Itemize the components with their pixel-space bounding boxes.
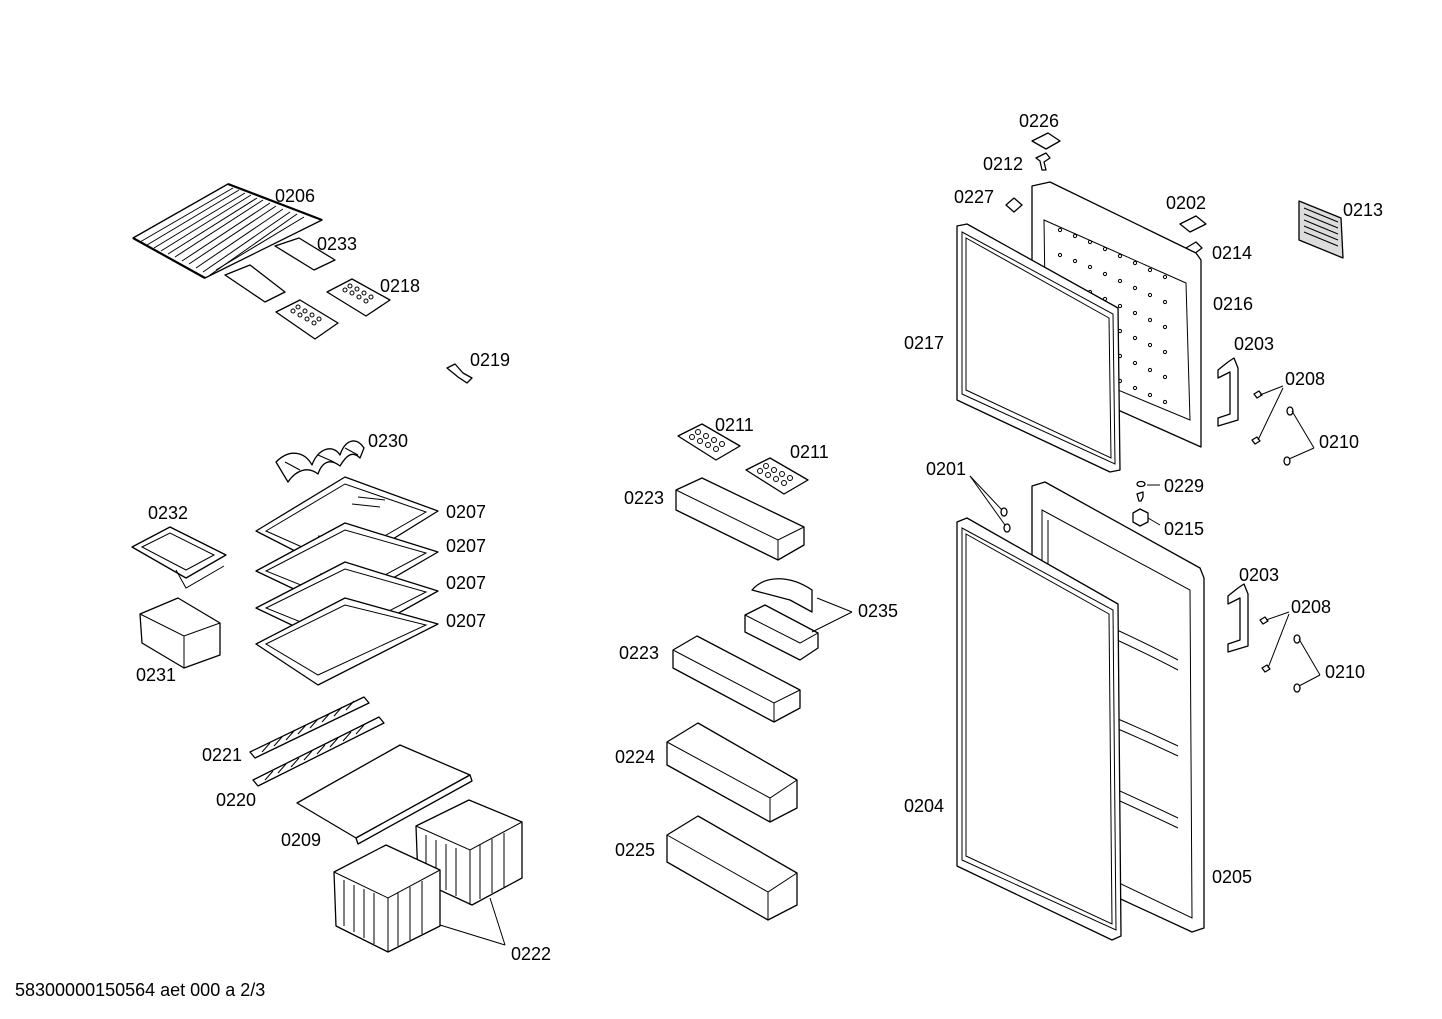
shelf-card-0233 xyxy=(224,237,336,303)
grille-0221 xyxy=(249,696,370,759)
callout-0208-1: 0208 xyxy=(1285,369,1325,389)
callout-0211-1: 0211 xyxy=(715,415,754,435)
callout-0201: 0201 xyxy=(926,459,966,479)
door-shelf-0224 xyxy=(666,722,798,823)
callout-0232: 0232 xyxy=(148,503,188,523)
bottle-rack-0230 xyxy=(275,440,365,483)
callout-0210-2: 0210 xyxy=(1325,662,1365,682)
egg-tray-0211 xyxy=(677,423,809,495)
callout-0216: 0216 xyxy=(1213,294,1253,314)
callout-0219: 0219 xyxy=(470,350,510,370)
plug-0227 xyxy=(1005,197,1023,213)
callout-0205: 0205 xyxy=(1212,867,1252,887)
callout-0217: 0217 xyxy=(904,333,944,353)
hinge-screw-0201 xyxy=(969,475,1011,533)
handle-0203-lower xyxy=(1227,583,1249,653)
screw-0208-lower xyxy=(1259,611,1290,673)
callout-0213: 0213 xyxy=(1343,200,1383,220)
callout-labels: 0206 0233 0218 0219 0230 0232 0207 0207 … xyxy=(136,111,1383,964)
hinge-pin-0212 xyxy=(1035,152,1051,171)
callout-0207-4: 0207 xyxy=(446,611,486,631)
callout-0204: 0204 xyxy=(904,796,944,816)
callout-0211-2: 0211 xyxy=(790,442,829,462)
callout-0226: 0226 xyxy=(1019,111,1059,131)
callout-0218: 0218 xyxy=(380,276,420,296)
callout-0207-3: 0207 xyxy=(446,573,486,593)
callout-0221: 0221 xyxy=(202,745,242,765)
door-shelf-0223-lower xyxy=(672,635,801,723)
door-shelf-0225 xyxy=(666,815,798,921)
callout-0208-2: 0208 xyxy=(1291,597,1331,617)
cap-0210-lower xyxy=(1293,634,1321,693)
wire-shelf-0206 xyxy=(132,182,323,279)
cover-plate-0209 xyxy=(296,744,473,845)
callout-0223-1: 0223 xyxy=(624,488,664,508)
callout-0227: 0227 xyxy=(954,187,994,207)
callout-0224: 0224 xyxy=(615,747,655,767)
hinge-block-0215 xyxy=(1132,508,1161,527)
ice-tray-0218 xyxy=(275,278,391,340)
callout-0222: 0222 xyxy=(511,944,551,964)
tray-0232 xyxy=(131,526,227,589)
document-id: 58300000150564 aet 000 a 2/3 xyxy=(15,980,266,1000)
bracket-0202 xyxy=(1179,215,1207,233)
callout-0210-1: 0210 xyxy=(1319,432,1359,452)
screw-0208-upper xyxy=(1251,385,1284,445)
leader-lines xyxy=(439,597,853,946)
callout-0225: 0225 xyxy=(615,840,655,860)
callout-0212: 0212 xyxy=(983,154,1023,174)
callout-0207-2: 0207 xyxy=(446,536,486,556)
callout-0233: 0233 xyxy=(317,234,357,254)
glass-shelf-0207 xyxy=(255,476,439,686)
handle-0203-upper xyxy=(1217,357,1239,427)
callout-0214: 0214 xyxy=(1212,243,1252,263)
callout-0220: 0220 xyxy=(216,790,256,810)
callout-0223-2: 0223 xyxy=(619,643,659,663)
grille-0220 xyxy=(252,716,385,787)
bushing-0229 xyxy=(1136,480,1160,502)
callout-0209: 0209 xyxy=(281,830,321,850)
callout-0206: 0206 xyxy=(275,186,315,206)
callout-0230: 0230 xyxy=(368,431,408,451)
callout-0202: 0202 xyxy=(1166,193,1206,213)
door-shelf-0223-upper xyxy=(675,477,805,561)
callout-0215: 0215 xyxy=(1164,519,1204,539)
cap-0210-upper xyxy=(1283,406,1315,466)
callout-0235: 0235 xyxy=(858,601,898,621)
bottle-holder-0235 xyxy=(744,578,819,661)
vegetable-drawer-0222 xyxy=(333,799,523,953)
label-plate-0213 xyxy=(1298,200,1344,259)
door-gasket-0217 xyxy=(956,223,1121,473)
hinge-cover-0226 xyxy=(1031,132,1061,150)
callout-0203-1: 0203 xyxy=(1234,334,1274,354)
ice-scraper-0219 xyxy=(446,363,473,384)
box-0231 xyxy=(139,597,221,669)
callout-0229: 0229 xyxy=(1164,476,1204,496)
callout-0207-1: 0207 xyxy=(446,502,486,522)
callout-0203-2: 0203 xyxy=(1239,565,1279,585)
door-gasket-0204 xyxy=(956,517,1122,941)
callout-0231: 0231 xyxy=(136,665,176,685)
